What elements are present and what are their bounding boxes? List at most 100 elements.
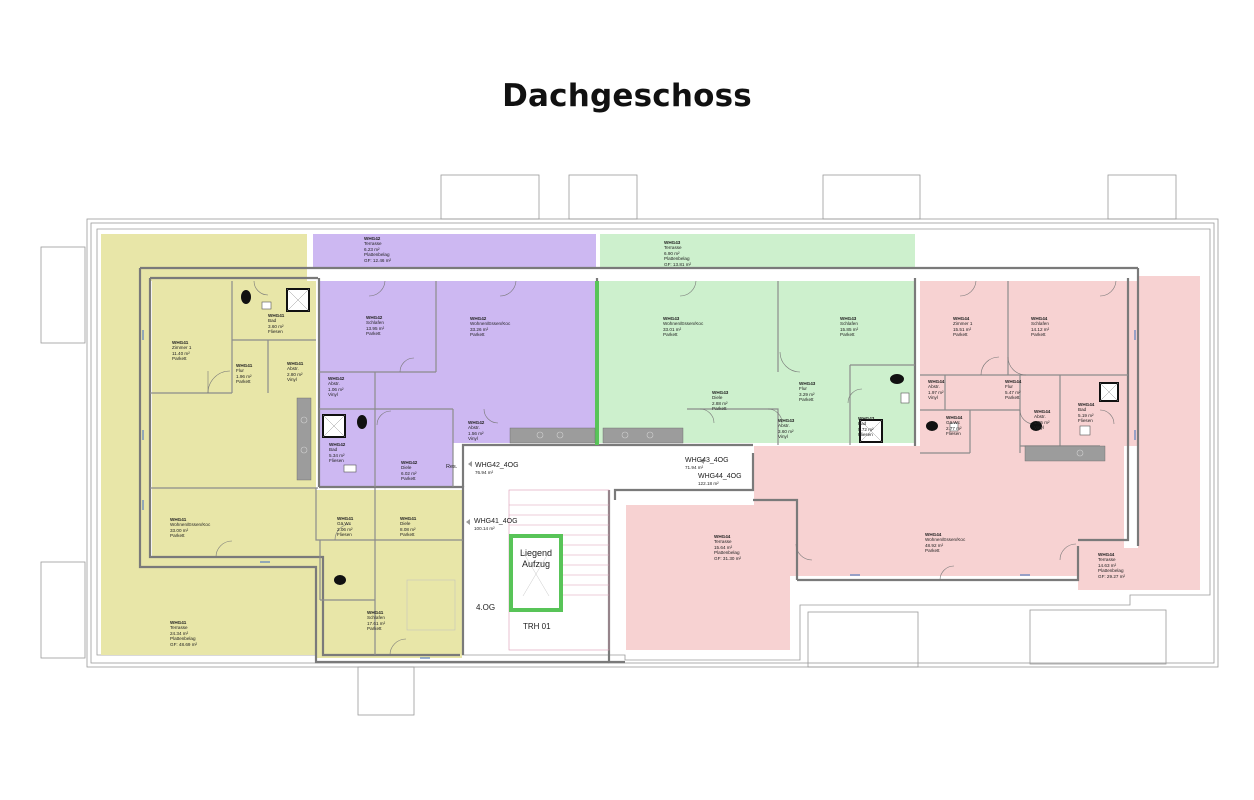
room-area: 15.64 m² [714, 544, 733, 550]
room-floor: Parkett [401, 476, 416, 482]
room-floor: Plattenbelag [714, 550, 740, 556]
partitions [150, 281, 1128, 655]
slab-outline [86, 218, 1219, 668]
room-name: Flur [1005, 384, 1013, 390]
room-name: Diele [400, 521, 411, 527]
room-area: 6.02 m² [401, 470, 417, 476]
room-floor: Vinyl [928, 395, 938, 401]
room-note: GF: 29.27 m² [1098, 573, 1126, 579]
total-label: WHG41_4OG [474, 518, 518, 525]
unit-name: WHG43 [664, 240, 681, 245]
unit-name: WHG42 [366, 315, 383, 320]
room-floor: Fliesen [946, 431, 961, 437]
room-area: 2.06 m² [337, 526, 353, 532]
room-name: Schlafen [1031, 321, 1049, 327]
room-area: 33.01 m² [663, 326, 682, 332]
room-name: Wohnen/Essen/Koc [663, 321, 704, 327]
room-area: 1.56 m² [468, 430, 484, 436]
room-floor: Parkett [366, 331, 381, 337]
lift-line1: Liegend [519, 548, 553, 558]
room-floor: Parkett [840, 332, 855, 338]
unit-name: WHG41 [268, 313, 285, 318]
room-note: GF: 12.46 m² [364, 257, 392, 263]
unit-name: WHG41 [337, 516, 354, 521]
room-name: Diele [401, 465, 412, 471]
zone-whg41 [101, 234, 320, 655]
room-name: Terrasse [1098, 557, 1116, 563]
room-area: 1.95 m² [1034, 419, 1050, 425]
room-name: Bad [268, 318, 277, 324]
room-floor: Parkett [953, 332, 968, 338]
room-area: 2.80 m² [287, 371, 303, 377]
unit-name: WHG44 [1078, 402, 1095, 407]
unit-name: WHG42 [470, 316, 487, 321]
room-name: Flur [799, 386, 807, 392]
room-floor: Fliesen [337, 532, 352, 538]
room-name: Bad [858, 421, 867, 427]
room-area: 17.61 m² [367, 620, 386, 626]
room-floor: Parkett [170, 533, 185, 539]
zone-whg44 [920, 281, 1138, 446]
room-name: Abstr. [928, 384, 940, 390]
room-floor: Parkett [663, 332, 678, 338]
room-area: 6.90 m² [664, 250, 680, 256]
room-name: Abstr. [1034, 414, 1046, 420]
room-area: 48.92 m² [925, 542, 944, 548]
room-area: 14.12 m² [1031, 326, 1050, 332]
total-label: WHG44_4OG [698, 473, 742, 480]
total-area: 71.94 m² [685, 465, 704, 470]
room-name: Terrasse [664, 245, 682, 251]
door-swing-icon [207, 280, 1117, 656]
room-area: 33.26 m² [470, 326, 489, 332]
room-floor: Vinyl [468, 436, 478, 442]
unit-name: WHG44 [953, 316, 970, 321]
room-name: Wohnen/Essen/Koc [170, 522, 211, 528]
room-area: 2.77 m² [946, 425, 962, 431]
room-floor: Vinyl [1034, 425, 1044, 431]
unit-name: WHG42 [329, 442, 346, 447]
room-floor: Plattenbelag [664, 256, 690, 262]
lift-label: Liegend Aufzug [513, 541, 559, 607]
total-area: 122.18 m² [698, 481, 719, 486]
unit-name: WHG41 [172, 340, 189, 345]
room-name: Diele [712, 395, 723, 401]
room-area: 15.85 m² [840, 326, 859, 332]
room-area: 3.60 m² [778, 428, 794, 434]
room-area: 13.95 m² [366, 325, 385, 331]
kitchen-counter-icon [296, 397, 1106, 481]
unit-zones [101, 234, 1200, 658]
room-area: 8.08 m² [400, 526, 416, 532]
room-floor: Parkett [470, 332, 485, 338]
zone-whg44-living [754, 446, 1124, 576]
unit-name: WHG44 [714, 534, 731, 539]
unit-name: WHG41 [236, 363, 253, 368]
room-note: GF: 13.81 m² [664, 261, 692, 267]
window-marks [142, 330, 1136, 659]
room-name: Abstr. [287, 366, 299, 372]
room-floor: Parkett [1005, 395, 1020, 401]
lift-line2: Aufzug [521, 559, 551, 569]
level-label: 4.OG [476, 603, 496, 612]
room-area: 14.63 m² [1098, 562, 1117, 568]
room-name: Abstr. [468, 425, 480, 431]
